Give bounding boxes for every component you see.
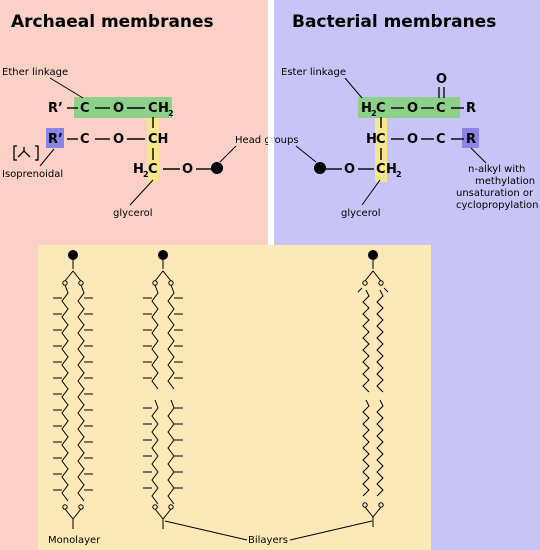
ether-oxygen: O <box>113 101 124 116</box>
glycerol-label-archaea: glycerol <box>113 208 152 219</box>
ether-carbon-2: C <box>80 132 90 147</box>
n-alkyl-pointer <box>470 147 487 164</box>
isoprenoidal-label: Isoprenoidal <box>2 169 63 180</box>
head-groups-pointer-right <box>295 145 317 163</box>
bilayers-label: Bilayers <box>248 535 288 546</box>
carbonyl <box>383 287 389 293</box>
isoprenoid-chain <box>167 399 175 505</box>
bacteria-structure: Ester linkage O H 2 C O C R H C O C R O … <box>281 67 539 219</box>
h2c-h-b: H <box>361 101 372 116</box>
monolayer-label: Monolayer <box>48 535 101 546</box>
head-oxygen-b: O <box>344 162 355 177</box>
ether-highlight <box>74 97 172 118</box>
h2c-sub-b: 2 <box>371 109 377 118</box>
h2c-h: H <box>133 162 144 177</box>
ester-carbon-2: C <box>436 132 446 147</box>
glycerol-pointer-bacteria <box>361 179 381 206</box>
glycerol-backbone <box>364 270 382 282</box>
carbonyl <box>357 287 363 293</box>
ether-linkage-pointer <box>49 77 84 99</box>
head-group-dot-archaea <box>211 162 223 174</box>
r-highlight <box>462 128 479 148</box>
lipid-skeletons <box>53 250 389 529</box>
n-alkyl-line-2: methylation <box>475 176 535 187</box>
bacteria-title: Bacterial membranes <box>292 12 496 32</box>
glycerol-label-bacteria: glycerol <box>341 208 380 219</box>
hc-h: H <box>366 132 377 147</box>
panel-divider <box>268 0 274 245</box>
isoprene-unit-icon <box>13 145 39 161</box>
ch2-h: H <box>158 101 169 116</box>
ester-highlight <box>358 97 460 118</box>
head-group-dot <box>158 250 168 260</box>
archaea-structure: Ether linkage R’ C O C H 2 R’ C O CH H 2… <box>2 67 223 219</box>
isoprenoid-chain <box>167 284 175 390</box>
n-alkyl-line-1: n-alkyl with <box>468 164 525 175</box>
isoprenoid-chain <box>77 284 85 502</box>
head-group-dot <box>368 250 378 260</box>
head-groups-pointer-left <box>219 145 237 163</box>
ester-carbon: C <box>436 101 446 116</box>
ester-oxygen: O <box>407 101 418 116</box>
ch2-c: C <box>148 101 158 116</box>
isoprenoid-chain <box>151 399 159 505</box>
head-group-dot-bacteria <box>314 162 326 174</box>
n-alkyl-line-3: unsaturation or <box>456 188 534 199</box>
ether-oxygen-ring <box>378 280 384 286</box>
isoprenoidal-pointer <box>39 148 55 167</box>
bilayers-pointer-right <box>289 520 373 541</box>
glycerol-pointer-archaea <box>129 179 154 206</box>
fatty-acid-chain <box>376 399 384 497</box>
ester-oxygen-2: O <box>407 132 418 147</box>
ch2-c-b: C <box>376 162 386 177</box>
glycerol-backbone <box>154 270 172 282</box>
r-prime-highlight <box>46 128 64 148</box>
hc-c: C <box>376 132 386 147</box>
isoprenoid-chain <box>61 284 69 502</box>
r-2: R <box>466 132 476 147</box>
r-prime-1: R’ <box>48 101 63 116</box>
ether-linkage-label: Ether linkage <box>2 67 68 78</box>
ch2-sub: 2 <box>168 109 174 118</box>
lipid-structure-panel <box>38 245 431 550</box>
ester-linkage-label: Ester linkage <box>281 67 346 78</box>
head-groups-label: Head groups <box>235 135 299 146</box>
ester-linkage-pointer <box>344 77 363 99</box>
h2c-sub: 2 <box>143 170 149 179</box>
h2c-c: C <box>148 162 158 177</box>
n-alkyl-line-4: cyclopropylation <box>456 200 539 211</box>
fatty-acid-chain <box>376 289 384 393</box>
ether-carbon: C <box>80 101 90 116</box>
head-group-dot <box>68 250 78 260</box>
archaea-title: Archaeal membranes <box>11 12 214 32</box>
isoprenoid-chain <box>151 284 159 390</box>
ch-group: CH <box>148 132 168 147</box>
r-1: R <box>466 101 476 116</box>
ether-oxygen-ring <box>362 280 368 286</box>
glycerol-backbone <box>64 270 82 282</box>
ch2-h-b: H <box>386 162 397 177</box>
fatty-acid-chain <box>362 399 370 497</box>
ether-oxygen-2: O <box>113 132 124 147</box>
carbonyl-oxygen: O <box>436 72 447 87</box>
r-prime-2: R’ <box>48 132 63 147</box>
h2c-c-b: C <box>376 101 386 116</box>
bilayers-pointer-left <box>164 520 248 541</box>
head-oxygen: O <box>182 162 193 177</box>
fatty-acid-chain <box>362 289 370 393</box>
ch2-sub-b: 2 <box>396 170 402 179</box>
